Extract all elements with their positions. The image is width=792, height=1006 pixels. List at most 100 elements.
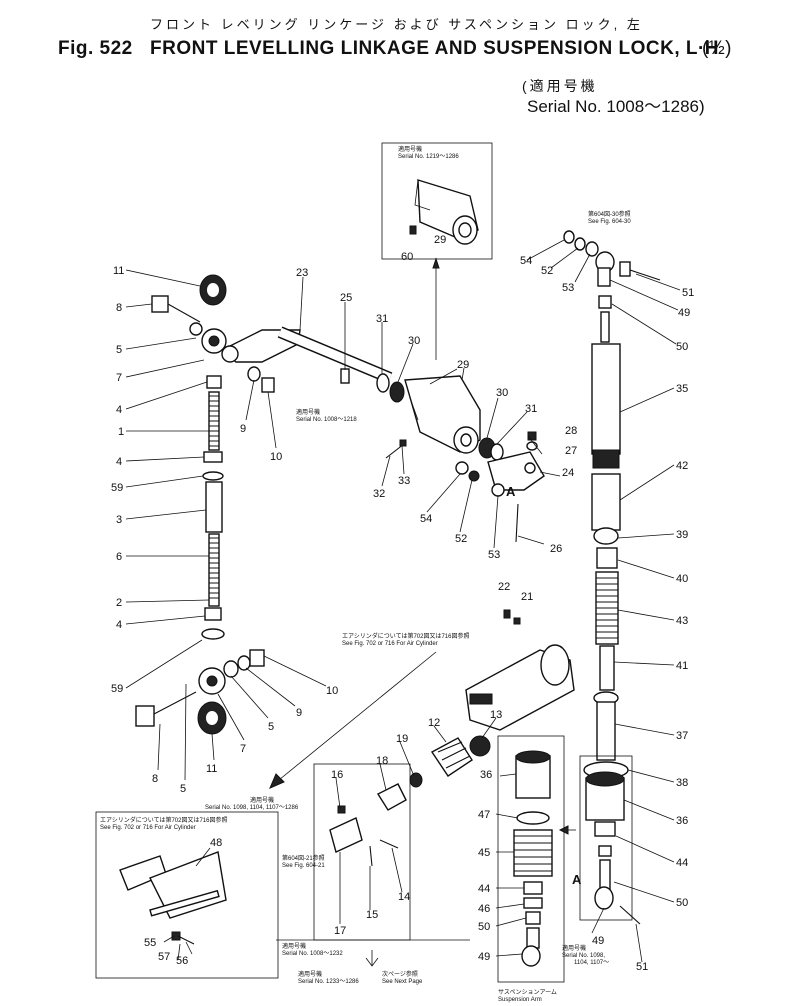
callout-25: 25 (340, 292, 352, 304)
note-inset-bottom: Serial No. 1098, 1104, 1107～1286 (205, 805, 299, 811)
callout-8-top: 8 (116, 302, 122, 314)
callout-46: 46 (478, 903, 490, 915)
callout-40: 40 (676, 573, 688, 585)
note-1008-1218-jp: 適用号機 (296, 408, 320, 416)
callout-54-mid: 54 (420, 513, 432, 525)
nut-4-top (206, 375, 222, 389)
callout-53-mid: 53 (488, 549, 500, 561)
callout-11-low: 11 (206, 763, 217, 775)
lever-23 (220, 326, 393, 384)
washer-59-low (201, 628, 225, 640)
callout-44-mid: 44 (478, 883, 490, 895)
callout-24: 24 (562, 467, 574, 479)
callout-48: 48 (210, 837, 222, 849)
nut-50-top (598, 295, 612, 309)
page-title: FRONT LEVELLING LINKAGE AND SUSPENSION L… (150, 38, 720, 59)
callout-2: 2 (116, 597, 122, 609)
callout-27: 27 (565, 445, 577, 457)
callout-49-top: 49 (678, 307, 690, 319)
japanese-title: フロント レベリング リンケージ および サスペンション ロック, 左 (150, 17, 643, 32)
eye-bolt-11-top (199, 274, 227, 306)
inset-top-jp: 適用号機 (398, 145, 422, 153)
nut-50-mid (525, 911, 541, 925)
note-1098: Serial No. 1098, (562, 953, 605, 959)
note-suspension-jp: サスペンションアーム (498, 989, 557, 996)
inset-bottom-left-frame (95, 811, 279, 979)
rod-end-7-low (198, 667, 226, 695)
nut-4-low (204, 607, 222, 621)
eye-bolt-11-low (197, 701, 227, 735)
callout-49-right: 49 (592, 935, 604, 947)
callout-50-right: 50 (676, 897, 688, 909)
seal-47 (516, 811, 550, 825)
note-next-page-jp: 次ページ参照 (382, 970, 418, 978)
cover-37 (593, 691, 619, 761)
callout-45: 45 (478, 847, 490, 859)
bolt-60 (409, 225, 417, 235)
callout-26: 26 (550, 543, 562, 555)
callout-15: 15 (366, 909, 378, 921)
callout-37: 37 (676, 730, 688, 742)
callout-59-a: 59 (111, 482, 123, 494)
callout-9-low: 9 (296, 707, 302, 719)
nut-4-mid (203, 451, 223, 463)
bolt-55-56-57 (171, 931, 195, 945)
callout-52-top: 52 (541, 265, 553, 277)
sheet-indicator: (½) (702, 38, 732, 59)
note-air-cyl: See Fig. 702 or 716 For Air Cylinder (342, 641, 438, 647)
callout-54-top: 54 (520, 255, 532, 267)
callout-18: 18 (376, 755, 388, 767)
callout-5-mid: 5 (268, 721, 274, 733)
threaded-rod-1 (208, 391, 220, 451)
washers-5-9-10 (223, 649, 265, 678)
inset-top-serial: Serial No. 1219～1286 (398, 154, 459, 160)
nut-46 (523, 897, 543, 909)
pin-14 (379, 839, 399, 849)
note-air-cyl-jp: エアシリンダについては第702図又は716図参照 (342, 632, 469, 640)
arrow-down (365, 950, 379, 967)
collar-40 (596, 547, 618, 569)
callout-53-top: 53 (562, 282, 574, 294)
serial-range: Serial No. 1008～1286) (527, 97, 705, 116)
inset-bottom-left-cylinder (119, 851, 227, 919)
right-top-washers (563, 230, 599, 257)
bolt-26 (515, 503, 519, 543)
threaded-rod-2 (208, 533, 220, 607)
note-suspension: Suspension Arm (498, 997, 542, 1003)
callout-52-mid: 52 (455, 533, 467, 545)
arrow-inset (432, 257, 440, 269)
callout-31-a: 31 (376, 313, 388, 325)
note-inset-bottom-air-jp: エアシリンダについては第702図又は716図参照 (100, 816, 227, 824)
arrow-to-center (558, 825, 569, 835)
inset-right-frame (579, 755, 633, 921)
pin-15 (369, 845, 373, 867)
callout-28: 28 (565, 425, 577, 437)
note-1233-1286-jp: 適用号機 (298, 970, 322, 978)
callout-51-low: 51 (636, 961, 648, 973)
bolt-8-low (135, 691, 197, 727)
callout-43: 43 (676, 615, 688, 627)
note-inset-bottom-air: See Fig. 702 or 716 For Air Cylinder (100, 825, 196, 831)
callout-55: 55 (144, 937, 156, 949)
callout-33: 33 (398, 475, 410, 487)
rod-top (600, 311, 610, 343)
serial-jp: (適用号機 (522, 78, 598, 94)
bellows-45 (513, 829, 553, 877)
leader-air-cylinder (273, 651, 437, 785)
note-604-21: See Fig. 604-21 (282, 863, 325, 869)
figure-number: Fig. 522 (58, 38, 133, 59)
callout-1: 1 (118, 426, 124, 438)
cylinder-36-mid (515, 750, 551, 799)
callout-10-low: 10 (326, 685, 338, 697)
callout-7-top: 7 (116, 372, 122, 384)
callout-12: 12 (428, 717, 440, 729)
callout-47: 47 (478, 809, 490, 821)
callout-60: 60 (401, 251, 413, 263)
nut-13 (469, 735, 491, 757)
plate-17 (329, 817, 363, 853)
inset-top-frame (381, 142, 493, 260)
callout-22: 22 (498, 581, 510, 593)
sleeve-42 (591, 473, 621, 531)
callout-36-mid: 36 (480, 769, 492, 781)
